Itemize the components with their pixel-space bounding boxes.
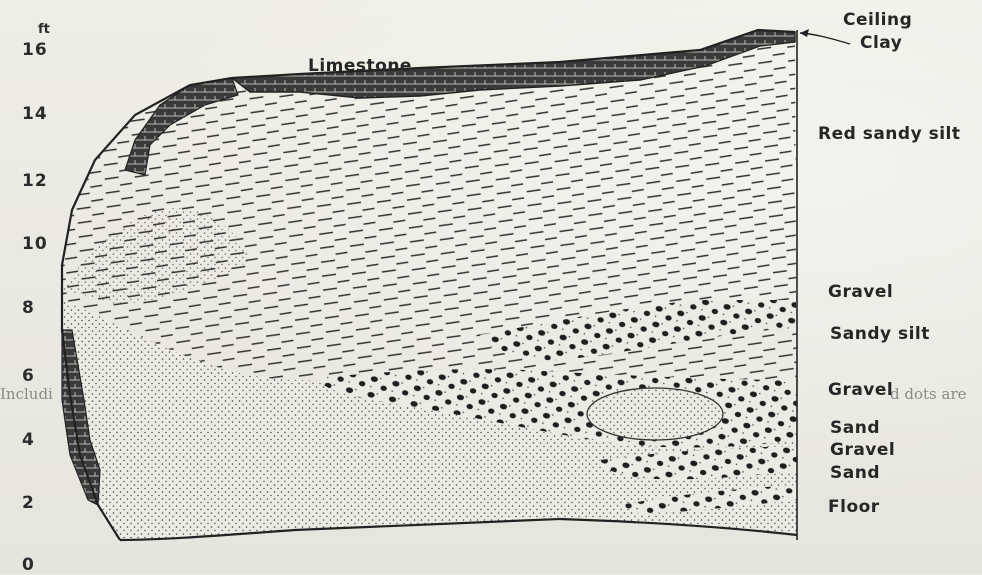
sand-lens — [587, 388, 723, 440]
clay-arrowhead — [800, 29, 809, 37]
label-gravel-lower: Gravel — [830, 440, 895, 460]
label-sand-lower: Sand — [830, 463, 880, 483]
label-sandy-silt: Sandy silt — [830, 324, 930, 344]
label-floor: Floor — [828, 497, 880, 517]
label-gravel-middle: Gravel — [828, 380, 893, 400]
label-limestone: Limestone — [308, 56, 412, 76]
label-ceiling: Ceiling — [843, 10, 912, 30]
label-red-sandy-silt: Red sandy silt — [818, 124, 960, 144]
label-sand-upper: Sand — [830, 418, 880, 438]
label-clay: Clay — [860, 33, 902, 53]
label-gravel-upper: Gravel — [828, 282, 893, 302]
